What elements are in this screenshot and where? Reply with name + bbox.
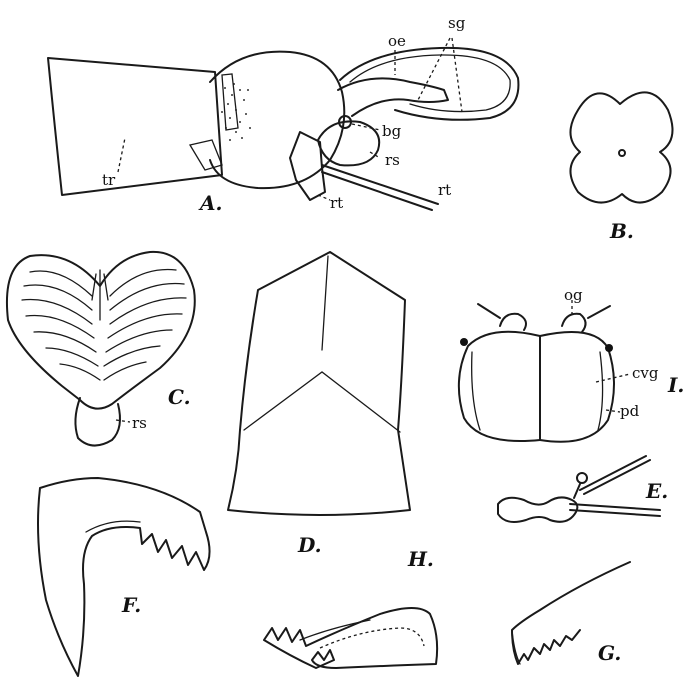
figure-c: rs C. xyxy=(7,252,195,446)
label-rs-c: rs xyxy=(132,414,147,432)
eye-right xyxy=(605,344,613,352)
jaw-plate xyxy=(228,252,410,515)
leader-tr xyxy=(118,138,125,172)
nerve-e-1 xyxy=(570,504,660,510)
label-rs-a: rs xyxy=(385,151,400,169)
figure-b: B. xyxy=(570,92,672,243)
jaw-plate-v xyxy=(244,372,400,432)
oesophagus xyxy=(338,78,448,116)
gizzard-body xyxy=(210,52,344,189)
trachea-tube xyxy=(48,58,222,195)
figure-letter-c: C. xyxy=(168,385,191,409)
muscle-band-lower xyxy=(190,140,222,170)
four-lobed-section xyxy=(570,92,672,202)
figure-h: H. xyxy=(264,547,437,668)
tooth-h-inner-dash xyxy=(320,628,424,648)
figure-a: oe sg tr bg rs rt rt A. xyxy=(48,14,518,215)
gland-striations xyxy=(22,270,186,380)
leader-rt-1 xyxy=(318,195,330,200)
commissure-line xyxy=(472,352,480,430)
figure-d: D. xyxy=(228,252,410,557)
tooth-h xyxy=(264,608,437,668)
figure-f: F. xyxy=(38,478,210,676)
label-cvg: cvg xyxy=(632,364,659,382)
leader-rs-c xyxy=(116,420,130,422)
figure-letter-f: F. xyxy=(121,593,141,617)
figure-letter-e: E. xyxy=(645,479,668,503)
leader-pd xyxy=(606,410,620,412)
figure-g: G. xyxy=(512,562,630,665)
cerebral-ganglion-left xyxy=(459,332,540,441)
nerve-e-2 xyxy=(570,510,660,516)
figure-letter-d: D. xyxy=(297,533,322,557)
radula-sheath xyxy=(290,132,325,200)
eye-left xyxy=(460,338,468,346)
muscle-band xyxy=(222,74,238,130)
figure-letter-h: H. xyxy=(407,547,434,571)
figure-letter-b: B. xyxy=(609,219,634,243)
optic-ganglion-left xyxy=(500,314,526,330)
label-oe: oe xyxy=(388,32,406,50)
figure-letter-g: G. xyxy=(598,641,621,665)
commissure-line-2 xyxy=(598,352,603,430)
label-og: og xyxy=(564,286,583,304)
label-bg: bg xyxy=(382,122,402,140)
jaw-plate-midline xyxy=(322,256,328,350)
figure-e: E. xyxy=(498,456,668,522)
label-tr: tr xyxy=(102,171,116,189)
central-canal xyxy=(619,150,625,156)
nerve-e-3 xyxy=(580,456,646,490)
label-sg: sg xyxy=(448,14,466,32)
gland-stalk xyxy=(75,398,120,446)
label-rt-1: rt xyxy=(330,194,343,212)
figure-letter-i: I. xyxy=(667,373,684,397)
otocyst-stalk xyxy=(574,484,580,498)
figure-letter-a: A. xyxy=(198,191,222,215)
label-rt-2: rt xyxy=(438,181,451,199)
ganglion-chain xyxy=(498,497,577,522)
optic-nerve-right xyxy=(588,306,610,318)
label-pd: pd xyxy=(620,402,640,420)
figure-i: og cvg pd I. xyxy=(459,286,684,442)
optic-ganglion-right xyxy=(562,314,586,332)
nerve-e-4 xyxy=(584,460,650,494)
optic-nerve-left xyxy=(478,304,500,318)
otocyst xyxy=(577,473,587,483)
jaw-tooth-f xyxy=(38,478,210,676)
